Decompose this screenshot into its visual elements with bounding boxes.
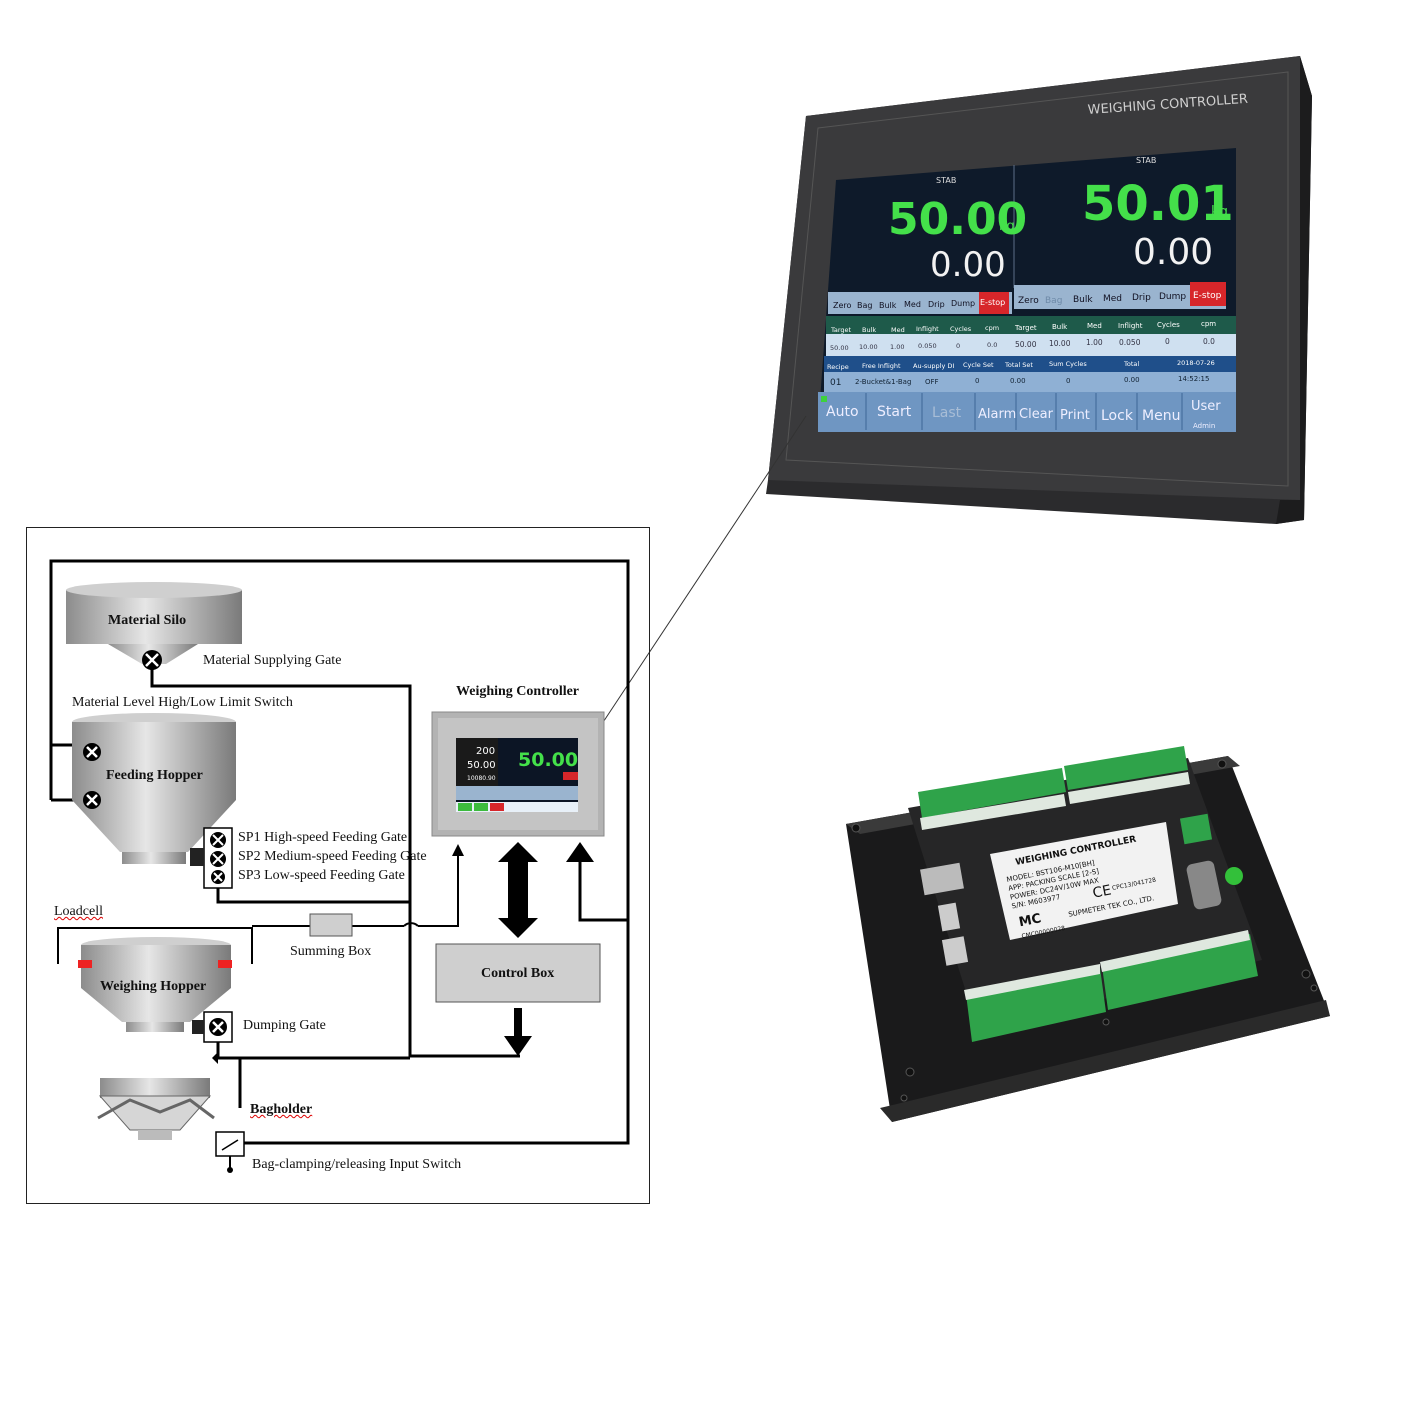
svg-text:0: 0 <box>1165 337 1170 346</box>
left-btn-drip[interactable]: Drip <box>928 300 945 309</box>
right-btn-bag[interactable]: Bag <box>1045 296 1062 306</box>
left-btn-med[interactable]: Med <box>904 300 921 309</box>
svg-text:0: 0 <box>975 377 979 385</box>
right-btn-drip[interactable]: Drip <box>1132 293 1151 303</box>
svg-text:Total Set: Total Set <box>1004 361 1033 369</box>
left-stab-text: STAB <box>936 176 956 185</box>
svg-text:Inflight: Inflight <box>1118 322 1143 330</box>
right-sub-value: 0.00 <box>1133 232 1213 273</box>
bagholder-label: Bagholder <box>250 1102 313 1117</box>
control-box-label: Control Box <box>481 966 555 981</box>
svg-text:Bulk: Bulk <box>1052 323 1068 331</box>
svg-text:0: 0 <box>956 342 960 350</box>
svg-text:0.050: 0.050 <box>1119 338 1141 347</box>
svg-text:Cycles: Cycles <box>1157 321 1180 329</box>
params-values-right: 50.00 10.00 1.00 0.050 0 0.0 <box>1015 337 1215 349</box>
weighing-hopper-label: Weighing Hopper <box>100 979 207 994</box>
bottom-nav: Auto Start Last Alarm Clear Print Lock M… <box>826 399 1221 430</box>
svg-text:0.0: 0.0 <box>1203 337 1215 346</box>
svg-text:0: 0 <box>1066 377 1070 385</box>
svg-text:Total: Total <box>1123 360 1139 368</box>
right-btn-dump[interactable]: Dump <box>1159 292 1186 302</box>
svg-text:Med: Med <box>1087 322 1102 330</box>
info-header: Recipe Free Inflight Au-supply DI Cycle … <box>827 359 1215 371</box>
loadcell-label: Loadcell <box>54 904 103 919</box>
svg-text:10.00: 10.00 <box>859 343 878 351</box>
svg-text:1.00: 1.00 <box>890 343 904 351</box>
bag-switch-label: Bag-clamping/releasing Input Switch <box>252 1157 462 1172</box>
svg-text:1.00: 1.00 <box>1086 338 1103 347</box>
left-weight-unit: kg <box>999 219 1015 234</box>
svg-text:Sum Cycles: Sum Cycles <box>1049 360 1087 368</box>
sp2-label: SP2 Medium-speed Feeding Gate <box>238 849 427 864</box>
weighing-controller-label: Weighing Controller <box>456 684 580 699</box>
svg-text:OFF: OFF <box>925 378 939 386</box>
svg-text:01: 01 <box>830 378 841 388</box>
btn-user[interactable]: User <box>1191 399 1221 414</box>
svg-text:Target: Target <box>830 326 852 334</box>
svg-text:Au-supply DI: Au-supply DI <box>913 362 954 370</box>
sp3-label: SP3 Low-speed Feeding Gate <box>238 868 405 883</box>
btn-alarm[interactable]: Alarm <box>978 407 1016 422</box>
dumping-gate-label: Dumping Gate <box>243 1018 326 1033</box>
svg-text:50.00: 50.00 <box>830 344 849 352</box>
params-header-right: Target Bulk Med Inflight Cycles cpm <box>1014 320 1216 332</box>
info-values: 01 2-Bucket&1-Bag OFF 0 0.00 0 0.00 14:5… <box>830 375 1209 388</box>
btn-clear[interactable]: Clear <box>1019 407 1054 422</box>
svg-text:Inflight: Inflight <box>916 325 939 333</box>
svg-text:2-Bucket&1-Bag: 2-Bucket&1-Bag <box>855 378 911 386</box>
summing-box-label: Summing Box <box>290 944 372 959</box>
svg-text:2018-07-26: 2018-07-26 <box>1177 359 1215 367</box>
svg-text:cpm: cpm <box>1201 320 1216 328</box>
btn-lock[interactable]: Lock <box>1101 408 1134 424</box>
svg-text:Target: Target <box>1014 324 1037 332</box>
left-btn-zero[interactable]: Zero <box>833 301 852 310</box>
left-btn-dump[interactable]: Dump <box>951 299 975 308</box>
svg-text:Free Inflight: Free Inflight <box>862 362 901 370</box>
svg-text:Recipe: Recipe <box>827 363 849 371</box>
svg-text:0.050: 0.050 <box>918 342 937 350</box>
left-btn-bulk[interactable]: Bulk <box>879 301 897 310</box>
svg-text:Med: Med <box>891 326 905 334</box>
left-weight-value: 50.00 <box>888 194 1027 245</box>
user-sub-text: Admin <box>1193 422 1215 430</box>
left-btn-bag[interactable]: Bag <box>857 301 872 310</box>
btn-start[interactable]: Start <box>877 404 912 420</box>
right-weight-value: 50.01 <box>1082 176 1234 232</box>
svg-text:cpm: cpm <box>985 324 999 332</box>
svg-text:Bulk: Bulk <box>862 326 876 334</box>
svg-text:50.00: 50.00 <box>1015 340 1037 349</box>
right-weight-unit: kg <box>1211 204 1228 220</box>
svg-text:Cycles: Cycles <box>950 325 972 333</box>
left-button-row: Zero Bag Bulk Med Drip Dump E-stop <box>828 292 1012 314</box>
btn-menu[interactable]: Menu <box>1142 408 1180 424</box>
params-values-left: 50.00 10.00 1.00 0.050 0 0.0 <box>830 341 997 352</box>
right-btn-zero[interactable]: Zero <box>1018 296 1039 306</box>
left-btn-estop[interactable]: E-stop <box>980 298 1005 307</box>
svg-text:0.00: 0.00 <box>1124 376 1140 384</box>
right-btn-med[interactable]: Med <box>1103 294 1122 304</box>
level-switch-label: Material Level High/Low Limit Switch <box>72 695 293 710</box>
material-silo-label: Material Silo <box>108 613 187 628</box>
svg-text:Cycle Set: Cycle Set <box>963 361 994 369</box>
svg-text:0.0: 0.0 <box>987 341 997 349</box>
svg-text:14:52:15: 14:52:15 <box>1178 375 1209 383</box>
right-stab-text: STAB <box>1136 156 1156 165</box>
left-sub-value: 0.00 <box>930 245 1006 285</box>
btn-auto[interactable]: Auto <box>826 404 859 420</box>
params-header-left: Target Bulk Med Inflight Cycles cpm <box>830 324 999 334</box>
right-button-row: Zero Bag Bulk Med Drip Dump E-stop <box>1014 282 1226 309</box>
btn-print[interactable]: Print <box>1060 408 1090 423</box>
svg-text:0.00: 0.00 <box>1010 377 1026 385</box>
feeding-hopper-label: Feeding Hopper <box>106 768 203 783</box>
right-btn-estop[interactable]: E-stop <box>1193 291 1222 301</box>
right-btn-bulk[interactable]: Bulk <box>1073 295 1093 305</box>
sp1-label: SP1 High-speed Feeding Gate <box>238 830 408 845</box>
btn-last[interactable]: Last <box>932 405 962 421</box>
material-supplying-gate-label: Material Supplying Gate <box>203 653 342 668</box>
svg-text:10.00: 10.00 <box>1049 339 1071 348</box>
system-diagram-frame <box>26 527 650 1204</box>
